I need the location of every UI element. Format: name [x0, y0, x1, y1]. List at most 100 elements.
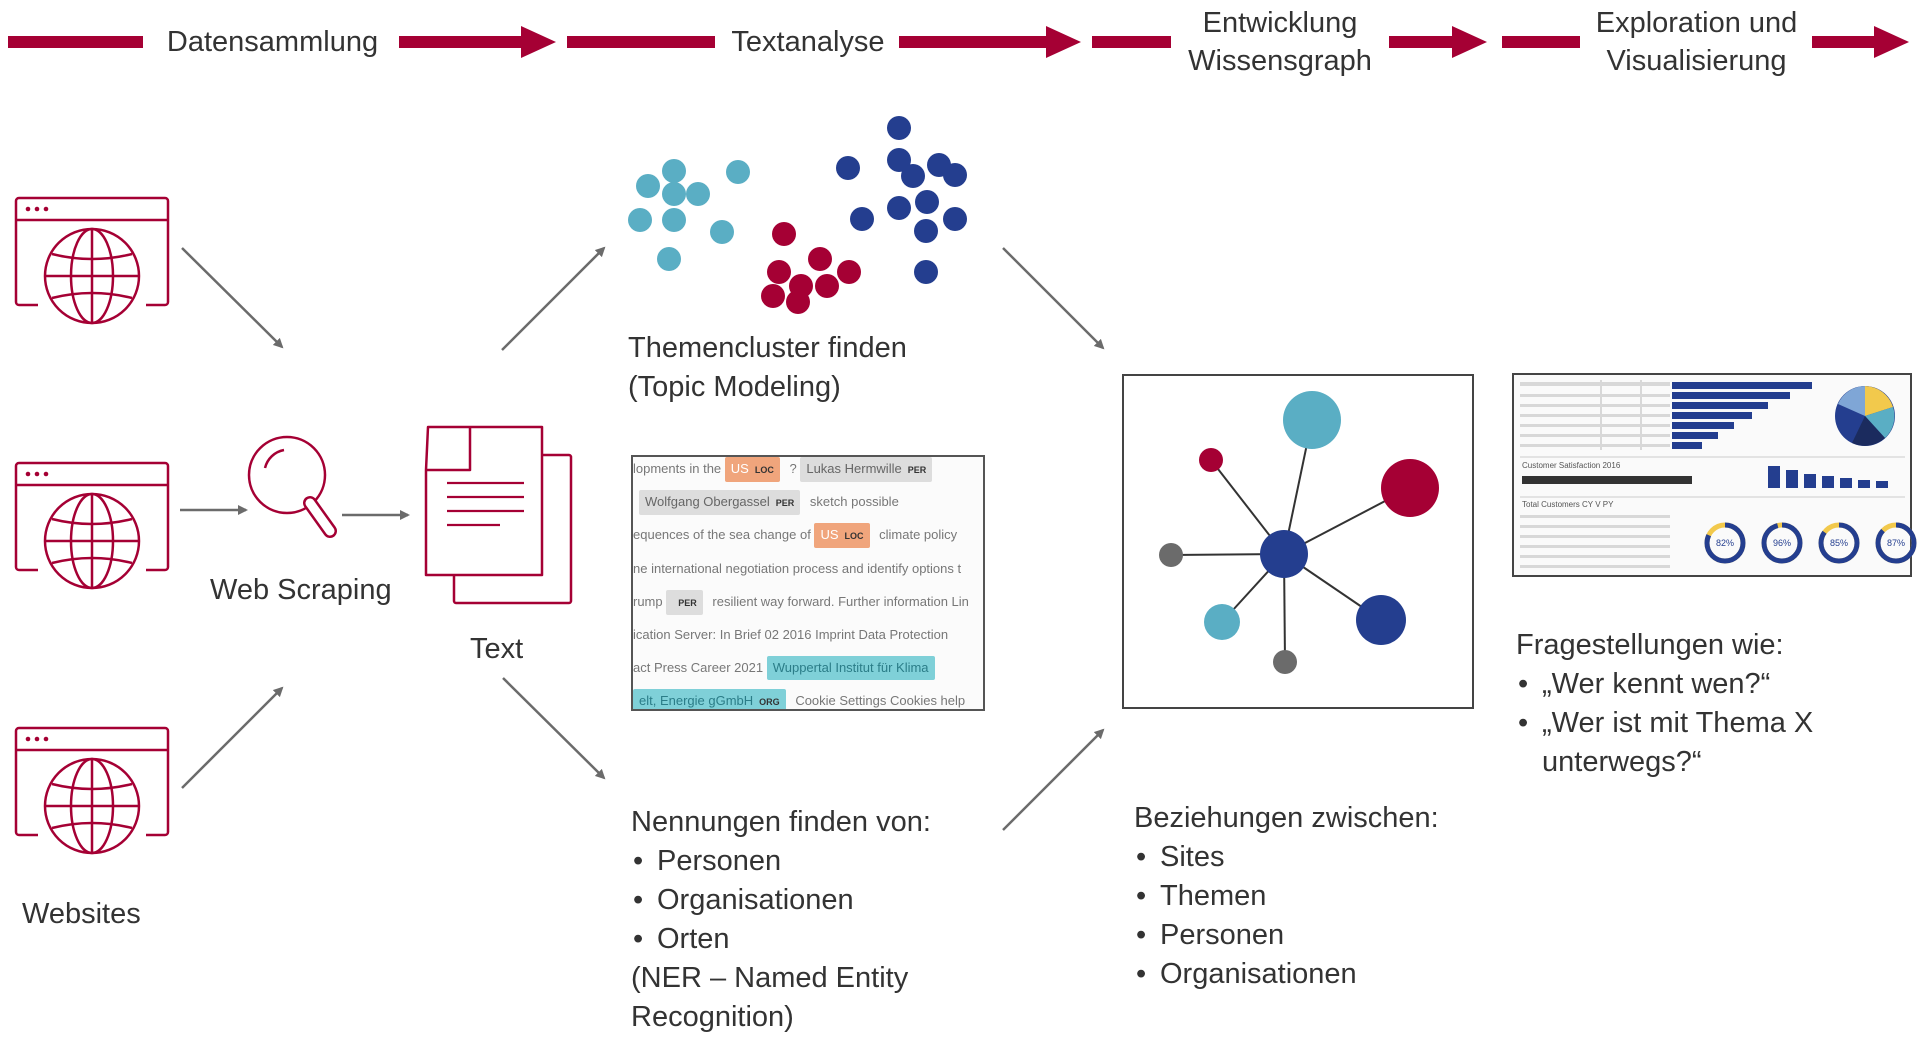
ner-list-item: Personen [631, 842, 931, 881]
ner-note: Recognition) [631, 1001, 794, 1033]
header-arrow-2-head [1046, 26, 1081, 58]
gauge-label: 82% [1716, 538, 1734, 548]
web-scraping-label: Web Scraping [210, 574, 392, 606]
graph-node-grey-left [1159, 543, 1183, 567]
question-list: „Wer kennt wen?“ „Wer ist mit Thema Xunt… [1516, 665, 1813, 782]
exploration-caption: Fragestellungen wie: „Wer kennt wen?“ „W… [1516, 626, 1813, 782]
dashboard-sparkline-bars [1522, 476, 1692, 484]
ner-tag-org: Wuppertal Institut für Klima [766, 656, 935, 680]
globe-browser-icon [14, 196, 170, 325]
header-arrow-1-head [521, 26, 556, 58]
arrow-site3-to-scraping [181, 686, 284, 789]
document-icon [424, 425, 573, 605]
dashboard-gauge: 85% [1818, 522, 1860, 564]
graph-list: Sites Themen Personen Organisationen [1134, 838, 1439, 994]
graph-node-crimson-small [1199, 448, 1223, 472]
gauge-label: 96% [1773, 538, 1791, 548]
ner-sample-line: act Press Career 2021 Wuppertal Institut… [633, 656, 941, 680]
dashboard-gauge: 82% [1704, 522, 1746, 564]
dashboard-gauge: 96% [1761, 522, 1803, 564]
header-arrow-4-shaft [1812, 36, 1877, 48]
question-item: „Wer kennt wen?“ [1516, 665, 1813, 704]
graph-list-item: Personen [1134, 916, 1439, 955]
arrow-site1-to-scraping [181, 247, 284, 349]
header-arrow-3-head [1452, 26, 1487, 58]
exploration-intro: Fragestellungen wie: [1516, 629, 1784, 661]
stage-label-textanalyse: Textanalyse [731, 26, 885, 58]
dashboard-hbars [1672, 382, 1812, 449]
ner-list: Personen Organisationen Orten [631, 842, 931, 959]
header-arrow-3-shaft [1389, 36, 1455, 48]
dashboard-gauges: 82% 96% 85% 87% [1704, 522, 1917, 564]
topic-caption: Themencluster finden (Topic Modeling) [628, 329, 907, 407]
gauge-label: 87% [1887, 538, 1905, 548]
topic-cluster-navy [836, 116, 967, 284]
dashboard-title: Customer Satisfaction 2016 [1522, 461, 1621, 470]
topic-cluster-crimson [761, 222, 861, 314]
dashboard-vbars [1768, 466, 1888, 488]
graph-list-item: Organisationen [1134, 955, 1439, 994]
dashboard-pie [1835, 386, 1895, 446]
ner-list-item: Orten [631, 920, 931, 959]
ner-intro: Nennungen finden von: [631, 806, 931, 838]
dashboard-thumbnail: Customer Satisfaction 2016 Total Custome… [1512, 373, 1917, 577]
gauge-label: 85% [1830, 538, 1848, 548]
topic-subtitle: (Topic Modeling) [628, 371, 841, 403]
arrow-topics-to-graph [1002, 247, 1105, 350]
arrow-ner-to-graph [1002, 728, 1105, 831]
graph-node-grey-bottom [1273, 650, 1297, 674]
header-bar-3 [1092, 36, 1171, 48]
graph-node-teal-large [1283, 391, 1341, 449]
graph-node-crimson-large [1381, 459, 1439, 517]
ner-note: (NER – Named Entity [631, 962, 909, 994]
magnifier-icon [247, 435, 337, 538]
header-pipeline [8, 26, 1909, 58]
stage-label-datensammlung: Datensammlung [166, 26, 379, 58]
ner-sample-line: ne international negotiation process and… [633, 561, 962, 576]
ner-sample-line: ication Server: In Brief 02 2016 Imprint… [633, 627, 949, 642]
topic-title: Themencluster finden [628, 332, 907, 364]
ner-sample-line: rump PER resilient way forward. Further … [633, 590, 969, 615]
graph-list-item: Sites [1134, 838, 1439, 877]
arrow-text-to-topics [501, 246, 606, 351]
graph-list-item: Themen [1134, 877, 1439, 916]
ner-tag-per: PER [666, 590, 703, 615]
ner-list-item: Organisationen [631, 881, 931, 920]
dashboard-gauge: 87% [1875, 522, 1917, 564]
gauge-fill [1704, 522, 1746, 564]
graph-caption: Beziehungen zwischen: Sites Themen Perso… [1134, 799, 1439, 994]
knowledge-graph [1159, 391, 1439, 674]
header-bar-1 [8, 36, 143, 48]
arrow-text-to-ner [502, 677, 606, 780]
websites-label: Websites [22, 898, 141, 930]
dashboard-table-top [1520, 380, 1670, 450]
gauge-fill [1818, 522, 1860, 564]
graph-node-navy-right [1356, 595, 1406, 645]
globe-browser-icon [14, 726, 170, 855]
gauge-fill [1875, 522, 1917, 564]
header-arrow-1-shaft [399, 36, 524, 48]
header-arrow-2-shaft [899, 36, 1049, 48]
gauge-fill [1761, 522, 1803, 564]
graph-node-navy-center [1260, 530, 1308, 578]
dashboard-table-bottom [1520, 515, 1670, 568]
topic-cluster-teal [628, 159, 750, 271]
dashboard-subtitle: Total Customers CY V PY [1522, 500, 1614, 509]
text-label: Text [470, 633, 524, 665]
ner-caption: Nennungen finden von: Personen Organisat… [631, 803, 931, 1037]
globe-browser-icon [14, 461, 170, 590]
graph-node-teal-small [1204, 604, 1240, 640]
flow-arrows [180, 246, 1105, 831]
stage-label-exploration: Exploration und Visualisierung [1595, 7, 1798, 77]
header-arrow-4-head [1874, 26, 1909, 58]
